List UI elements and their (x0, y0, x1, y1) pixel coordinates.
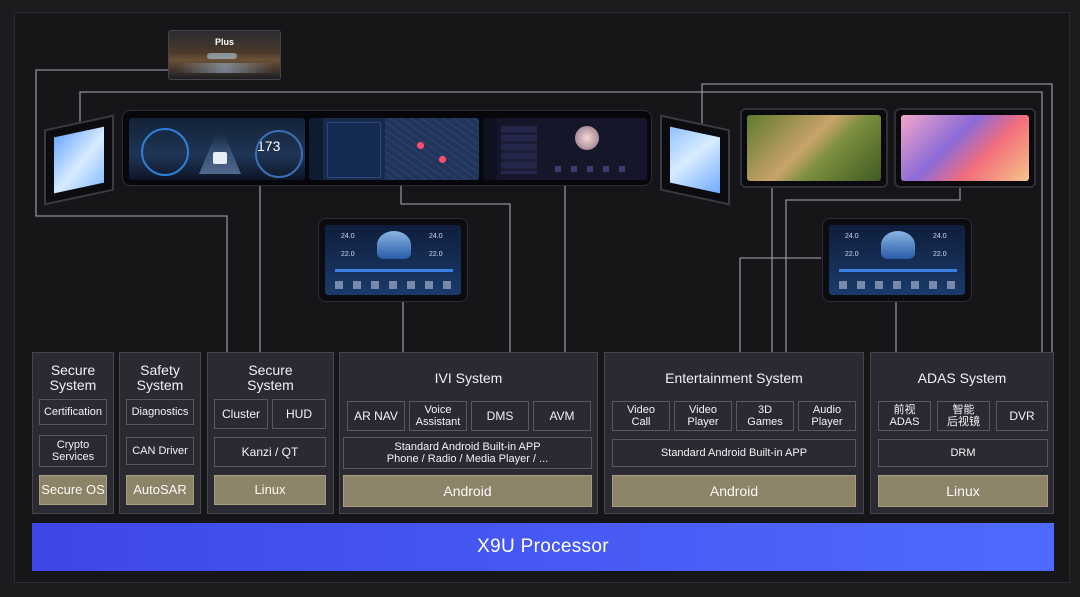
hmi-value: 22.0 (341, 251, 355, 258)
media-screen (483, 118, 647, 180)
item-cluster: Cluster (214, 399, 268, 429)
hud-display: Plus (168, 30, 281, 80)
hmi-value: 24.0 (341, 233, 355, 240)
hmi-panel-right: 24.0 22.0 24.0 22.0 (822, 218, 972, 302)
hmi-value: 24.0 (933, 233, 947, 240)
hmi-value: 22.0 (845, 251, 859, 258)
item-dms: DMS (471, 401, 529, 431)
os-android: Android (612, 475, 856, 507)
hmi-panel-left: 24.0 22.0 24.0 22.0 (318, 218, 468, 302)
hud-text: Plus (215, 37, 235, 47)
os-autosar: AutoSAR (126, 475, 194, 505)
cluster-screen: 173 (129, 118, 305, 180)
os-android: Android (343, 475, 592, 507)
left-side-screen (44, 114, 114, 206)
item-drm: DRM (878, 439, 1048, 467)
item-ar-nav: AR NAV (347, 401, 405, 431)
processor-bar: X9U Processor (32, 523, 1054, 571)
item-diagnostics: Diagnostics (126, 399, 194, 425)
column-title: Entertainment System (665, 370, 803, 386)
item-smart-mirror: 智能后视镜 (937, 401, 990, 431)
main-cockpit-display: 173 (122, 110, 652, 186)
connector-adas-right (701, 83, 1053, 352)
processor-label: X9U Processor (477, 536, 609, 557)
item-dvr: DVR (996, 401, 1048, 431)
item-avm: AVM (533, 401, 591, 431)
connector-hud-secure (35, 69, 228, 352)
os-linux: Linux (878, 475, 1048, 507)
item-kanzi-qt: Kanzi / QT (214, 437, 326, 467)
item-can-driver: CAN Driver (126, 437, 194, 465)
navigation-screen (309, 118, 479, 180)
item-hud: HUD (272, 399, 326, 429)
hmi-value: 24.0 (845, 233, 859, 240)
column-title: ADAS System (917, 370, 1007, 386)
connector-ent-4 (785, 186, 961, 352)
hmi-value: 24.0 (429, 233, 443, 240)
item-certification: Certification (39, 399, 107, 425)
hmi-value: 22.0 (429, 251, 443, 258)
os-secure-os: Secure OS (39, 475, 107, 505)
os-linux: Linux (214, 475, 326, 505)
rear-screen-left (740, 108, 888, 188)
item-android-builtin-apps: Standard Android Built-in APP (612, 439, 856, 467)
right-side-screen (660, 114, 730, 206)
connector-top-bar (79, 91, 1043, 352)
rear-screen-right (894, 108, 1036, 188)
column-title: IVI System (434, 370, 503, 386)
connector-ivi-left (400, 186, 511, 352)
hmi-value: 22.0 (933, 251, 947, 258)
